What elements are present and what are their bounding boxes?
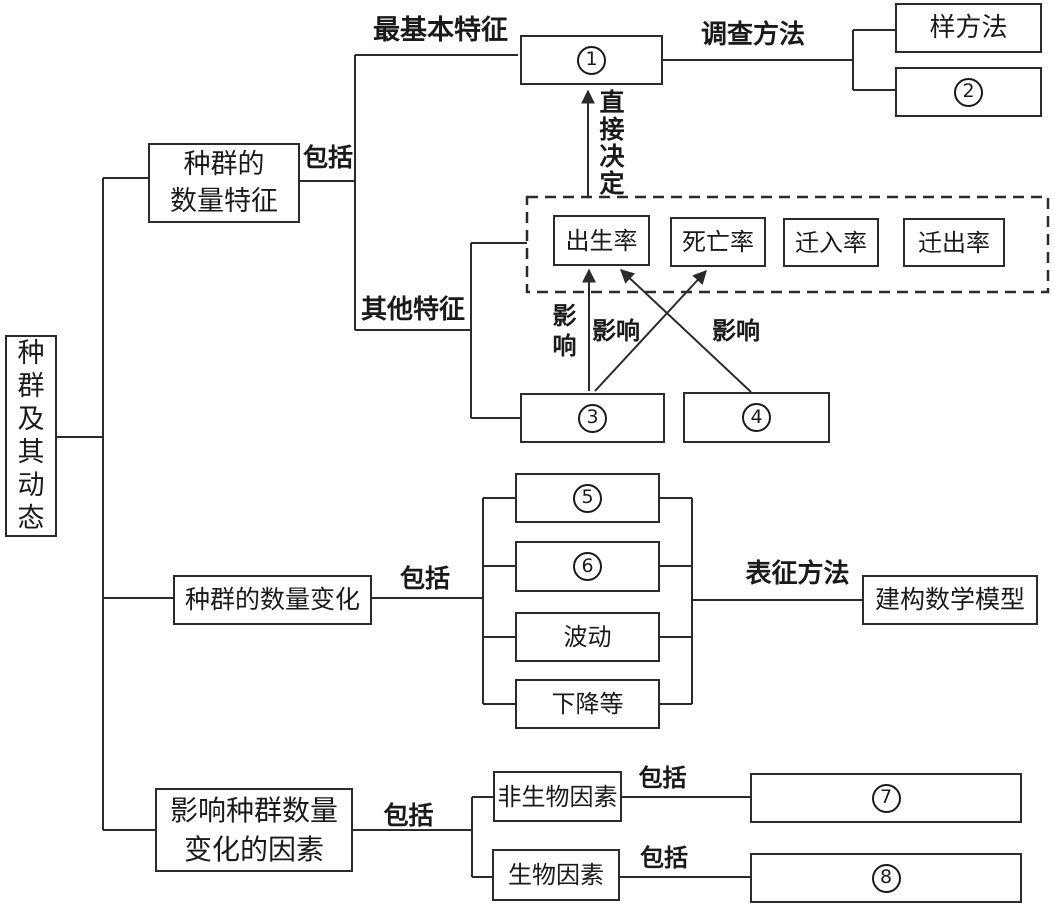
fluctuation-box: 波动: [515, 612, 660, 662]
branch2-brackets: [372, 497, 862, 705]
branch3-include-edge-label: 包括: [383, 801, 434, 830]
root-spine: [57, 177, 173, 831]
influence-edge-label-left: 影响: [592, 316, 640, 345]
node2-box: 2: [895, 67, 1042, 117]
survey-method-edge-label: 调查方法: [700, 19, 805, 50]
biotic-include-edge-label: 包括: [640, 844, 688, 872]
arrow-node4-birthrate: [619, 269, 752, 393]
branch2-include-edge-label: 包括: [399, 564, 450, 593]
influence-edge-label-vertical: 影响: [552, 302, 577, 360]
branch1-node-label: 种群的 数量特征: [170, 149, 278, 217]
node8-circled-number: 8: [871, 863, 901, 893]
branch3-node-box: 影响种群数量 变化的因素: [155, 788, 353, 872]
branch1-include-edge-label: 包括: [302, 143, 353, 172]
node3-circled-number: 3: [578, 403, 607, 433]
emigration-rate-box: 迁出率: [903, 218, 1005, 267]
death-rate-box: 死亡率: [670, 217, 766, 267]
basic-feature-edge-label: 最基本特征: [373, 14, 508, 46]
abiotic-include-edge-label: 包括: [638, 764, 687, 792]
root-node-box: 种群及其动态: [5, 335, 57, 537]
quadrat-method-box: 样方法: [895, 3, 1042, 53]
direct-determine-edge-label: 直接决定: [599, 88, 625, 198]
node8-box: 8: [750, 853, 1022, 903]
branch2-node-box: 种群的数量变化: [173, 575, 372, 625]
node1-circled-number: 1: [577, 45, 606, 75]
node3-box: 3: [520, 393, 665, 443]
influence-edge-label-right: 影响: [712, 316, 760, 345]
branch1-node-box: 种群的 数量特征: [148, 143, 300, 223]
decline-box: 下降等: [515, 679, 660, 729]
math-model-box: 建构数学模型: [862, 575, 1038, 625]
influence-arrows: [581, 89, 752, 393]
branch3-bracket: [353, 796, 750, 878]
other-feature-edge-label: 其他特征: [360, 295, 465, 325]
root-node-label: 种群及其动态: [17, 338, 45, 534]
node4-box: 4: [683, 392, 830, 443]
node6-box: 6: [515, 541, 660, 592]
node2-circled-number: 2: [954, 77, 983, 107]
node1-box: 1: [520, 35, 663, 85]
immigration-rate-box: 迁入率: [783, 218, 879, 267]
representation-method-edge-label: 表征方法: [745, 558, 850, 589]
arrow-node3-deathrate: [594, 269, 707, 392]
node6-circled-number: 6: [573, 552, 602, 581]
node5-circled-number: 5: [573, 483, 602, 513]
branch1-bracket: [300, 29, 895, 419]
branch3-node-label: 影响种群数量 变化的因素: [169, 794, 338, 866]
biotic-factor-box: 生物因素: [492, 849, 620, 901]
node4-circled-number: 4: [742, 403, 771, 432]
node7-circled-number: 7: [871, 783, 901, 813]
rates-dashed-frame: [525, 195, 1050, 294]
birth-rate-box: 出生率: [553, 215, 650, 266]
node5-box: 5: [515, 473, 660, 523]
node7-box: 7: [750, 773, 1022, 823]
abiotic-factor-box: 非生物因素: [493, 771, 622, 822]
